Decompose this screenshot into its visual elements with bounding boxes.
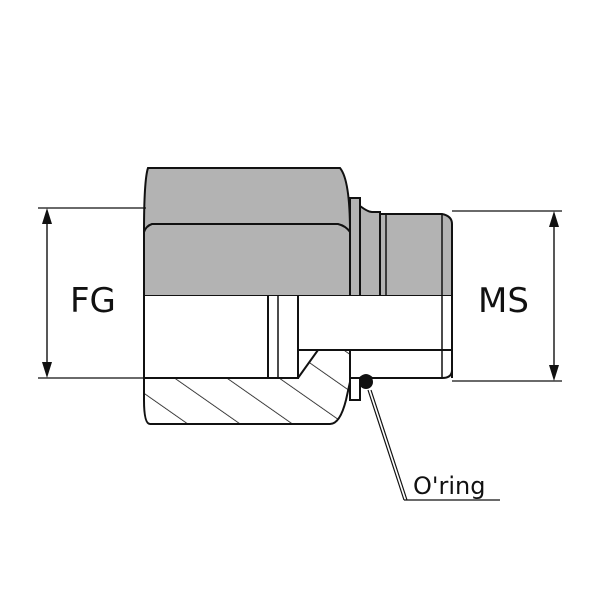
hex-body bbox=[143, 167, 351, 297]
male-stud bbox=[379, 213, 453, 297]
label-fg: FG bbox=[70, 281, 116, 321]
label-ms: MS bbox=[478, 281, 529, 321]
hatched-wall bbox=[143, 349, 351, 425]
collar-bottom bbox=[349, 377, 361, 401]
fitting-section bbox=[143, 296, 453, 425]
female-bore bbox=[143, 296, 299, 379]
oring-leader bbox=[367, 389, 500, 501]
male-lower-contour bbox=[372, 369, 453, 379]
arrow-up-icon bbox=[42, 208, 52, 224]
neck bbox=[349, 197, 361, 297]
fitting-exterior bbox=[143, 167, 453, 297]
label-oring: O'ring bbox=[413, 472, 485, 500]
arrow-down-icon bbox=[549, 365, 559, 381]
oring-groove-bottom bbox=[359, 374, 373, 379]
arrow-up-icon bbox=[549, 211, 559, 227]
dimension-ms bbox=[452, 210, 562, 382]
hex-ridge bbox=[143, 223, 351, 233]
dimension-fg bbox=[38, 207, 146, 379]
oring-groove-top bbox=[359, 204, 381, 297]
arrow-down-icon bbox=[42, 362, 52, 378]
male-bore bbox=[297, 296, 453, 351]
